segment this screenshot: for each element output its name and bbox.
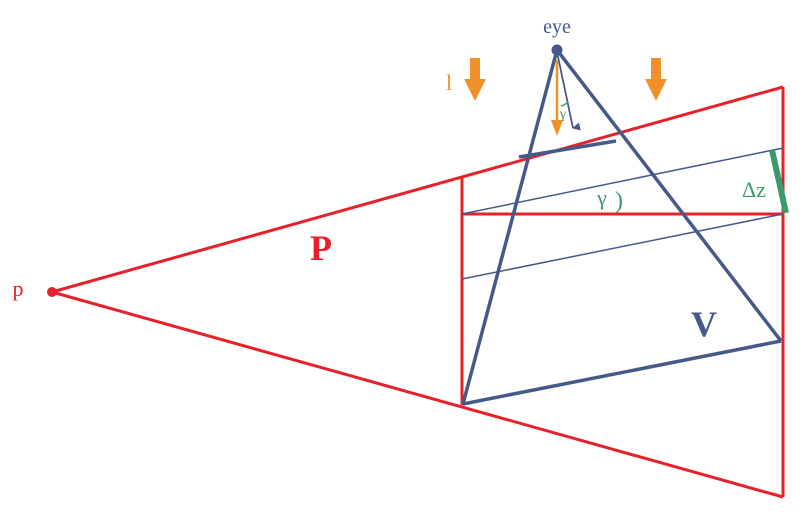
frustum-top-edge <box>51 85 784 294</box>
label-V: V <box>691 304 717 344</box>
gamma-label: γ <box>596 185 607 210</box>
light-arrow-right-icon <box>645 58 667 101</box>
view-left-edge <box>461 49 559 405</box>
tilted-lines <box>461 147 784 280</box>
frustum-bottom-edge <box>51 290 784 499</box>
label-P: P <box>310 228 332 268</box>
tilted-line-lower <box>461 213 784 280</box>
view-right-edge <box>555 48 783 343</box>
gamma-paren: ) <box>615 188 623 214</box>
view-frustum-V <box>461 48 783 406</box>
label-p: p <box>13 276 24 301</box>
gamma-small-label: γ <box>559 107 566 122</box>
light-arrow-icon <box>464 58 486 101</box>
gamma-arc-small <box>560 101 569 107</box>
point-p <box>47 287 57 297</box>
light-direction-arrow-at-eye <box>551 60 563 136</box>
delta-z-segment <box>769 149 789 214</box>
delta-z-label: Δz <box>742 177 766 202</box>
frustum-P <box>51 85 785 499</box>
light-label: l <box>446 70 452 95</box>
view-near-edge <box>518 139 617 159</box>
tilted-line-upper <box>461 147 784 215</box>
view-bottom-edge <box>462 339 782 406</box>
eye-label: eye <box>543 16 571 38</box>
view-direction-arrow <box>556 51 581 131</box>
eye-point <box>551 44 563 56</box>
